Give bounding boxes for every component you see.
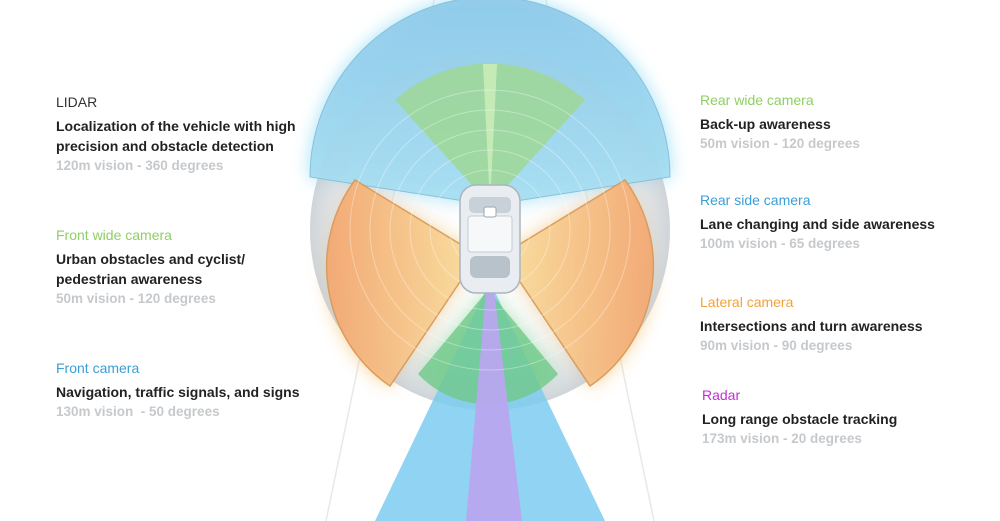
sensor-rear-side-camera: Rear side camera Lane changing and side … bbox=[700, 191, 1000, 254]
sensor-name: Rear side camera bbox=[700, 192, 811, 208]
sensor-description: Lane changing and side awareness bbox=[700, 216, 935, 232]
rear-wide-camera-overlap bbox=[483, 64, 497, 205]
range-rings bbox=[349, 89, 631, 371]
lateral-camera-zone-left bbox=[325, 179, 480, 388]
sensor-description: Back-up awareness bbox=[700, 116, 831, 132]
sensor-spec: 50m vision - 120 degrees bbox=[700, 136, 860, 151]
sensor-front-camera: Front camera Navigation, traffic signals… bbox=[56, 359, 356, 422]
sensor-spec: 90m vision - 90 degrees bbox=[700, 338, 853, 353]
sensor-description: Intersections and turn awareness bbox=[700, 318, 923, 334]
radar-beam bbox=[466, 290, 522, 521]
sensor-spec: 50m vision - 120 degrees bbox=[56, 291, 216, 306]
sensor-spec: 130m vision - 50 degrees bbox=[56, 404, 220, 419]
sensor-spec: 173m vision - 20 degrees bbox=[702, 431, 862, 446]
sensor-name: LIDAR bbox=[56, 94, 98, 110]
vehicle bbox=[459, 184, 521, 294]
sensor-name: Front camera bbox=[56, 360, 140, 376]
sensor-name: Radar bbox=[702, 387, 741, 403]
sensor-lidar: LIDAR Localization of the vehicle with h… bbox=[56, 93, 356, 176]
sensor-description: Urban obstacles and cyclist/ pedestrian … bbox=[56, 251, 246, 287]
sensor-rear-wide-camera: Rear wide camera Back-up awareness 50m v… bbox=[700, 91, 1000, 154]
sensor-front-wide-camera: Front wide camera Urban obstacles and cy… bbox=[56, 226, 356, 309]
sensor-radar: Radar Long range obstacle tracking 173m … bbox=[702, 386, 1000, 449]
lateral-camera-zone-right bbox=[500, 179, 655, 388]
sensor-name: Front wide camera bbox=[56, 227, 172, 243]
sensor-description: Navigation, traffic signals, and signs bbox=[56, 384, 300, 400]
sensor-description: Localization of the vehicle with high pr… bbox=[56, 118, 296, 154]
sensor-lateral-camera: Lateral camera Intersections and turn aw… bbox=[700, 293, 1000, 356]
sensor-spec: 100m vision - 65 degrees bbox=[700, 236, 860, 251]
sensor-description: Long range obstacle tracking bbox=[702, 411, 898, 427]
sensor-name: Lateral camera bbox=[700, 294, 794, 310]
sensor-name: Rear wide camera bbox=[700, 92, 814, 108]
sensor-spec: 120m vision - 360 degrees bbox=[56, 158, 224, 173]
